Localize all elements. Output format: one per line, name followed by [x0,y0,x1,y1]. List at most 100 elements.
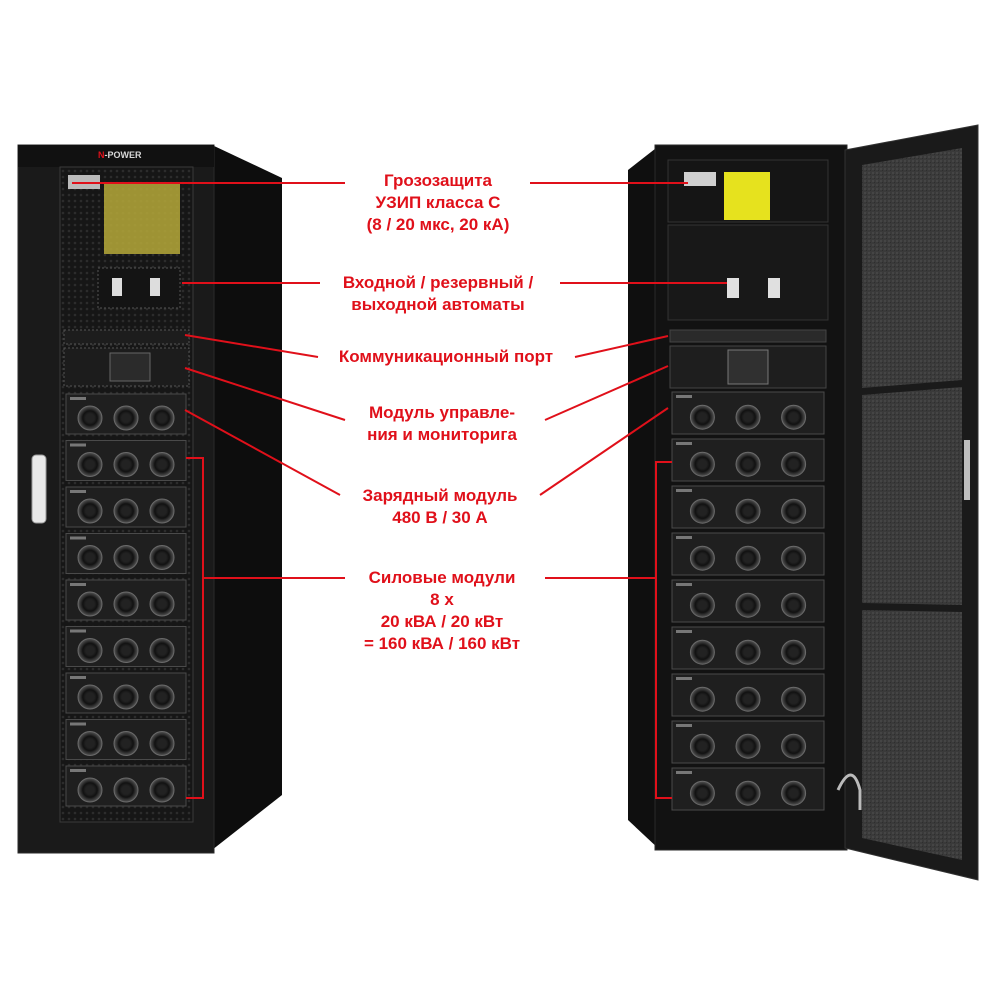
label-surge-line2: УЗИП класса С [375,193,501,212]
left-module-tag [70,536,86,540]
fan-hub-icon [698,601,707,610]
label-breakers-line1: Входной / резервный / [342,273,534,292]
fan-hub-icon [698,742,707,751]
left-module-tag [70,676,86,679]
left-power-module [65,486,187,528]
control-callout-right [544,365,669,421]
fan-hub-icon [743,554,753,563]
right-power-modules [671,391,825,811]
charger-callout-right [539,407,669,496]
fan-hub-icon [121,553,131,562]
label-surge-line1: Грозозащита [384,171,492,190]
power-bracket-right [655,461,672,799]
label-control-line2: ния и мониторига [367,425,517,444]
fan-hub-icon [743,789,753,798]
label-power-line2: 8 х [430,590,454,609]
right-power-module [671,673,825,717]
control-callout-left [184,367,346,421]
fan-hub-icon [85,460,95,469]
fan-hub-icon [789,413,798,422]
left-warning-label [104,182,180,254]
left-module-tag [70,722,86,726]
fan-hub-icon [698,648,707,657]
label-power-line1: Силовые модули [368,568,516,587]
left-control-screen [109,352,151,382]
fan-hub-icon [157,692,167,702]
left-power-module [65,533,187,574]
right-door-latch[interactable] [964,440,970,500]
right-module-tag [676,583,692,586]
label-power-line3: 20 кВА / 20 кВт [380,612,504,631]
left-module-tag [70,629,86,633]
right-breaker-plate [667,224,829,321]
fan-hub-icon [85,506,95,516]
left-module-tag [70,490,86,493]
left-breaker-2[interactable] [150,278,160,296]
left-breaker-1[interactable] [112,278,122,296]
fan-hub-icon [743,507,753,516]
left-door-handle[interactable] [31,454,47,524]
right-power-module [671,532,825,576]
fan-hub-icon [743,460,753,469]
callout-lines [72,182,727,799]
brand-name: -POWER [104,150,142,160]
fan-hub-icon [121,739,131,748]
right-module-tag [676,442,692,445]
fan-hub-icon [157,553,167,562]
fan-hub-icon [698,460,707,469]
fan-hub-icon [698,413,707,422]
fan-hub-icon [698,695,707,704]
label-charger-line2: 480 В / 30 А [392,508,488,527]
label-power-modules: Силовые модули 8 х 20 кВА / 20 кВт = 160… [359,567,525,655]
fan-hub-icon [121,785,131,795]
right-door-cable [836,773,862,810]
left-cabinet [17,144,282,854]
fan-hub-icon [789,554,798,563]
left-module-tag [70,769,86,772]
comm-callout-left [184,334,319,358]
right-module-tag [676,489,692,492]
label-control-line1: Модуль управле- [368,403,516,422]
right-power-module [671,485,825,529]
fan-hub-icon [743,648,753,657]
fan-hub-icon [743,413,753,422]
fan-hub-icon [698,789,707,798]
fan-hub-icon [789,789,798,798]
right-module-tag [676,724,692,727]
fan-hub-icon [85,739,95,748]
brand-logo: N-POWER [98,150,142,160]
left-power-module [65,672,187,714]
comm-callout-right [574,335,669,358]
right-module-tag [676,536,692,539]
left-comm-strip [63,329,190,345]
right-power-module [671,579,825,623]
right-power-module [671,767,825,811]
right-door-filter-middle [862,387,962,605]
fan-hub-icon [157,460,167,469]
left-module-tag [70,443,86,447]
right-comm-strip [669,329,827,343]
fan-hub-icon [121,692,131,702]
left-power-module [65,579,187,621]
brand-mark: N [98,150,105,160]
fan-hub-icon [789,648,798,657]
right-cabinet [628,124,979,881]
fan-hub-icon [157,785,167,795]
left-power-module [65,393,187,435]
right-breaker-2[interactable] [768,278,780,298]
left-module-tag [70,397,86,400]
label-comm-port: Коммуникационный порт [334,346,558,368]
right-module-tag [676,630,692,633]
fan-hub-icon [743,601,753,610]
right-power-module [671,438,825,482]
right-module-tag [676,677,692,680]
fan-hub-icon [743,695,753,704]
fan-hub-icon [85,646,95,655]
fan-hub-icon [85,785,95,795]
label-breakers: Входной / резервный / выходной автоматы [338,272,538,316]
fan-hub-icon [157,506,167,516]
fan-hub-icon [85,692,95,702]
fan-hub-icon [121,413,131,423]
right-breaker-1[interactable] [727,278,739,298]
fan-hub-icon [85,553,95,562]
